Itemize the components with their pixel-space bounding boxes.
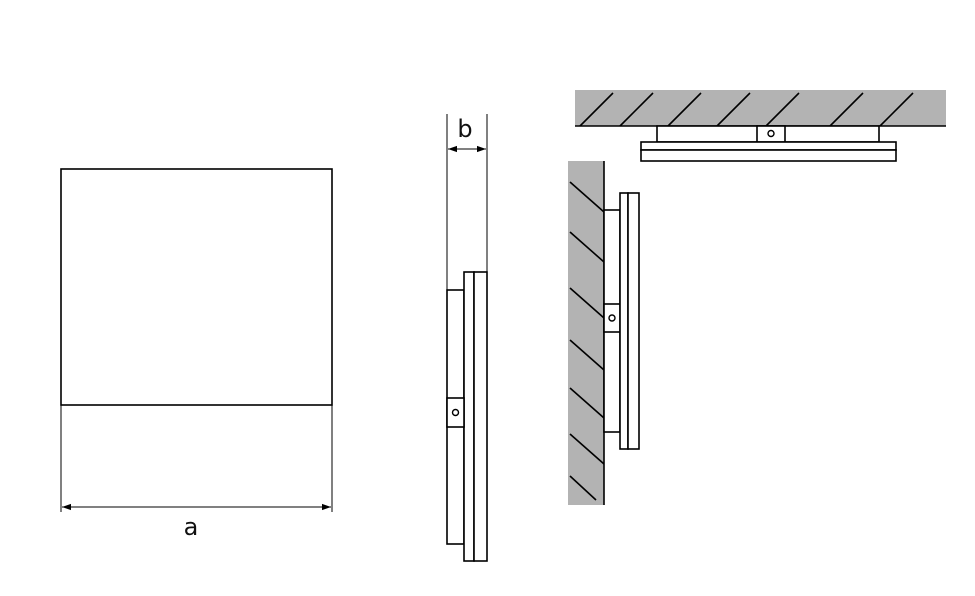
side-panel-front	[473, 271, 488, 562]
ceiling-panel-back	[640, 141, 897, 151]
wall-slab	[568, 161, 604, 505]
ceiling-slab	[575, 90, 946, 126]
ceiling-screw-icon	[767, 129, 775, 138]
wall-panel-back	[619, 192, 629, 450]
front-panel	[60, 168, 333, 406]
wall-screw-icon	[608, 314, 616, 322]
ceiling-panel-front	[640, 149, 897, 162]
wall-mount-view	[568, 161, 640, 505]
wall-panel-front	[627, 192, 640, 450]
side-view: b	[446, 114, 488, 562]
wall-hatching	[569, 181, 605, 501]
side-panel-back	[463, 271, 475, 562]
ceiling-hatching	[579, 92, 914, 127]
ceiling-mount-view	[575, 90, 946, 162]
width-label: a	[184, 513, 199, 541]
side-screw-icon	[451, 408, 460, 417]
front-view: a	[60, 168, 333, 541]
depth-label: b	[457, 115, 472, 143]
